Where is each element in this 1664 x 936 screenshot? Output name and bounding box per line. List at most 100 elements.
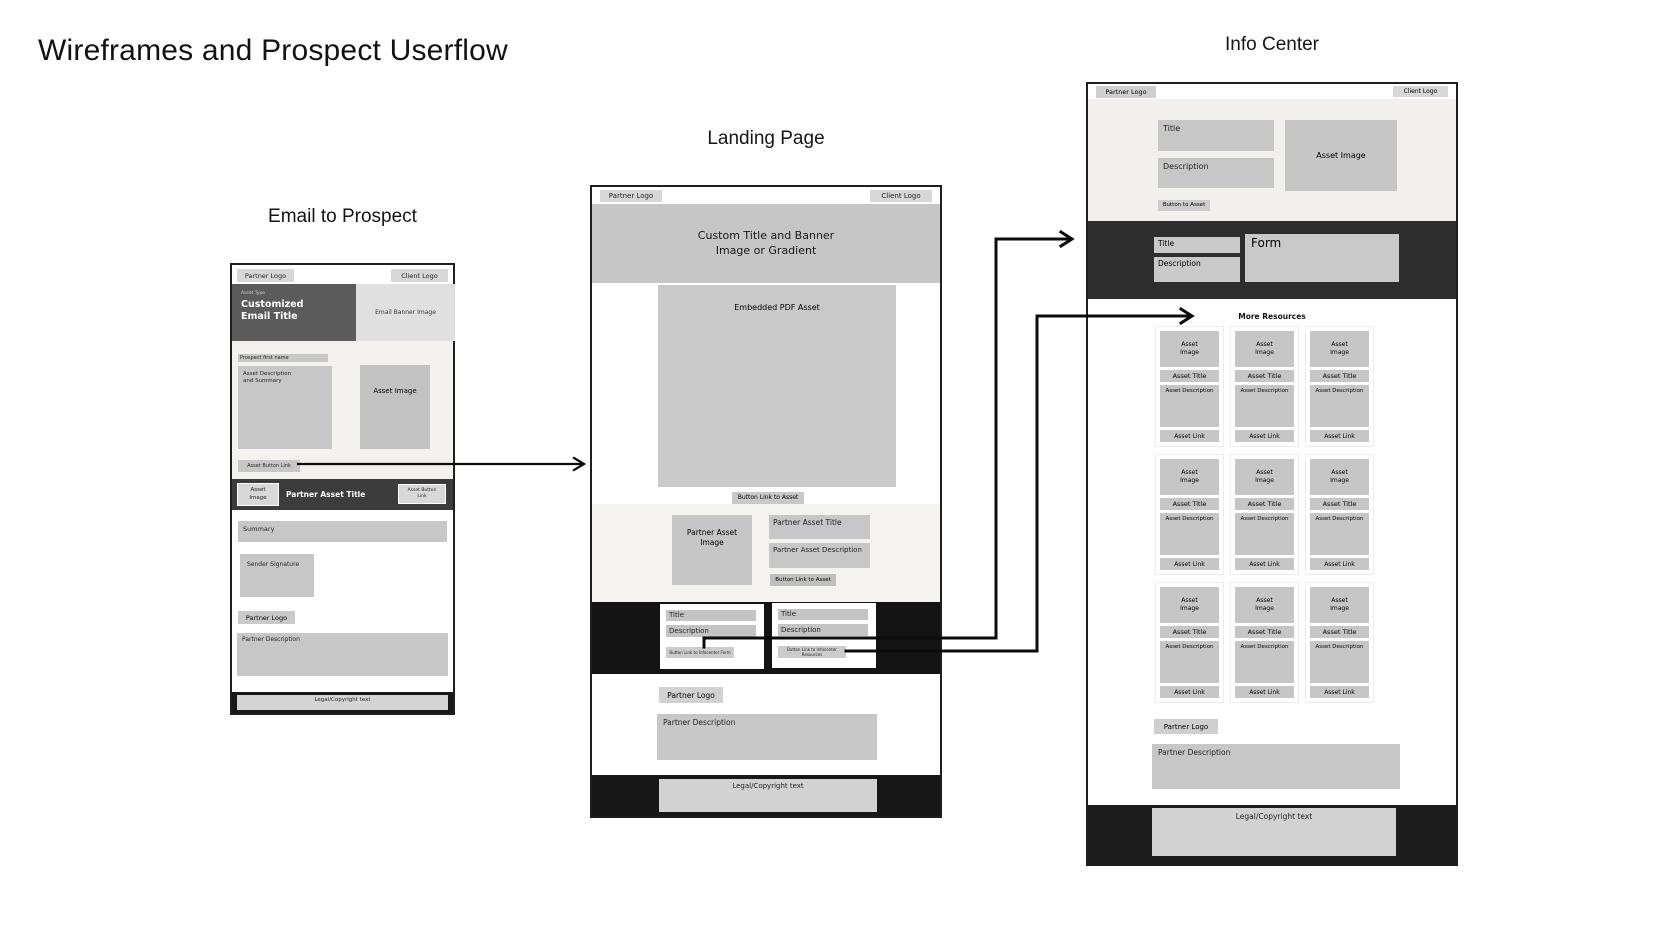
infocenter-partner-description-placeholder: Partner Description — [1152, 744, 1400, 789]
resource-asset-image-line2: Image — [1255, 349, 1274, 356]
landing-card-title-field: Title — [778, 609, 868, 620]
resource-asset-title: Asset Title — [1160, 626, 1219, 638]
email-banner-image-placeholder: Email Banner Image — [356, 284, 455, 341]
resource-card[interactable]: Asset Image Asset Title Asset Descriptio… — [1305, 582, 1374, 703]
resource-asset-link[interactable]: Asset Link — [1310, 430, 1369, 442]
resource-asset-title: Asset Title — [1235, 626, 1294, 638]
resource-asset-image-placeholder: Asset Image — [1310, 459, 1369, 495]
email-title-line1: Customized — [241, 299, 304, 310]
infocenter-client-logo[interactable]: Client Logo — [1393, 86, 1448, 97]
landing-embedded-pdf-placeholder: Embedded PDF Asset — [658, 285, 896, 487]
resource-asset-link[interactable]: Asset Link — [1235, 558, 1294, 570]
email-partner-asset-button-link[interactable]: Asset Button Link — [398, 484, 446, 504]
resource-asset-description: Asset Description — [1235, 385, 1294, 427]
resource-asset-description: Asset Description — [1310, 513, 1369, 555]
resource-asset-description: Asset Description — [1160, 641, 1219, 683]
email-partner-logo[interactable]: Partner Logo — [237, 269, 294, 282]
landing-client-logo[interactable]: Client Logo — [870, 190, 932, 202]
landing-legal-footer-band: Legal/Copyright text — [592, 775, 940, 816]
resource-asset-description: Asset Description — [1235, 641, 1294, 683]
resource-asset-title: Asset Title — [1310, 370, 1369, 382]
landing-banner-placeholder: Custom Title and Banner Image or Gradien… — [592, 204, 940, 283]
email-partner-asset-image-line2: Image — [249, 494, 267, 501]
landing-pdf-button-link[interactable]: Button Link to Asset — [732, 492, 804, 504]
landing-partner-description-placeholder: Partner Description — [657, 714, 877, 760]
resource-card[interactable]: Asset Image Asset Title Asset Descriptio… — [1230, 582, 1299, 703]
infocenter-legal-copyright-text: Legal/Copyright text — [1152, 808, 1396, 856]
resource-asset-image-line1: Asset — [1181, 468, 1198, 476]
landing-infocenter-form-button[interactable]: Button Link to Infocenter Form — [666, 647, 734, 658]
resource-asset-image-line2: Image — [1330, 349, 1349, 356]
landing-wireframe-panel: Partner Logo Client Logo Custom Title an… — [590, 185, 942, 818]
resource-card[interactable]: Asset Image Asset Title Asset Descriptio… — [1155, 326, 1224, 447]
page-title: Wireframes and Prospect Userflow — [38, 34, 508, 67]
resource-card[interactable]: Asset Image Asset Title Asset Descriptio… — [1305, 454, 1374, 575]
infocenter-partner-logo[interactable]: Partner Logo — [1096, 86, 1156, 98]
resource-asset-image-line1: Asset — [1331, 468, 1348, 476]
landing-card-description-field: Description — [666, 625, 756, 637]
resource-asset-image-placeholder: Asset Image — [1235, 587, 1294, 623]
landing-partner-asset-image-line2: Image — [700, 538, 724, 548]
resource-asset-image-line2: Image — [1180, 477, 1199, 484]
resource-asset-image-placeholder: Asset Image — [1310, 587, 1369, 623]
email-asset-button-link[interactable]: Asset Button Link — [238, 460, 300, 472]
landing-card-title-field: Title — [666, 610, 756, 621]
email-footer-partner-logo[interactable]: Partner Logo — [238, 611, 295, 624]
email-legal-copyright-text: Legal/Copyright text — [237, 695, 448, 710]
resource-asset-image-placeholder: Asset Image — [1235, 459, 1294, 495]
infocenter-footer-partner-logo[interactable]: Partner Logo — [1154, 719, 1218, 734]
resource-asset-link[interactable]: Asset Link — [1160, 686, 1219, 698]
resource-asset-link[interactable]: Asset Link — [1160, 430, 1219, 442]
resource-asset-image-line2: Image — [1255, 605, 1274, 612]
resource-asset-link[interactable]: Asset Link — [1310, 558, 1369, 570]
landing-partner-asset-button-link[interactable]: Button Link to Asset — [770, 574, 836, 586]
email-asset-description-line2: and Summary — [243, 378, 282, 385]
infocenter-wireframe-panel: Partner Logo Client Logo Title Descripti… — [1086, 82, 1458, 866]
email-partner-description-placeholder: Partner Description — [237, 633, 448, 676]
email-sender-signature-placeholder: Sender Signature — [240, 554, 314, 597]
email-asset-type-label: Asset Type — [241, 291, 266, 296]
resource-card[interactable]: Asset Image Asset Title Asset Descriptio… — [1230, 326, 1299, 447]
landing-partner-asset-image-line1: Partner Asset — [686, 528, 738, 537]
email-partner-asset-image-placeholder: Asset Image — [237, 483, 279, 506]
resource-asset-image-line1: Asset — [1256, 596, 1273, 604]
resource-asset-image-line1: Asset — [1331, 340, 1348, 348]
email-asset-description-placeholder: Asset Description and Summary — [238, 366, 332, 449]
resource-asset-link[interactable]: Asset Link — [1160, 558, 1219, 570]
infocenter-button-to-asset[interactable]: Button to Asset — [1158, 200, 1210, 211]
resource-card[interactable]: Asset Image Asset Title Asset Descriptio… — [1305, 326, 1374, 447]
landing-cta-cards-section: Title Description Button Link to Infocen… — [592, 602, 940, 674]
landing-legal-copyright-text: Legal/Copyright text — [659, 779, 877, 812]
resource-asset-link[interactable]: Asset Link — [1235, 686, 1294, 698]
landing-partner-asset-title: Partner Asset Title — [769, 515, 870, 539]
landing-infocenter-resources-button[interactable]: Button Link to Infocenter Resources — [778, 646, 846, 658]
landing-partner-logo[interactable]: Partner Logo — [600, 190, 662, 202]
resource-asset-image-line1: Asset — [1181, 596, 1198, 604]
resource-asset-title: Asset Title — [1310, 498, 1369, 510]
resource-card[interactable]: Asset Image Asset Title Asset Descriptio… — [1155, 582, 1224, 703]
email-section-heading: Email to Prospect — [268, 206, 417, 227]
landing-footer-partner-logo[interactable]: Partner Logo — [659, 687, 723, 703]
infocenter-form-description-field: Description — [1154, 257, 1240, 282]
resource-asset-link[interactable]: Asset Link — [1310, 686, 1369, 698]
email-partner-asset-title: Partner Asset Title — [286, 490, 366, 499]
resource-asset-title: Asset Title — [1235, 498, 1294, 510]
resource-card[interactable]: Asset Image Asset Title Asset Descriptio… — [1155, 454, 1224, 575]
email-client-logo[interactable]: Client Logo — [391, 269, 448, 282]
infocenter-hero-asset-image-placeholder: Asset Image — [1285, 120, 1397, 191]
resource-card[interactable]: Asset Image Asset Title Asset Descriptio… — [1230, 454, 1299, 575]
resource-asset-description: Asset Description — [1310, 385, 1369, 427]
infocenter-form-title-field: Title — [1154, 237, 1240, 253]
resource-asset-description: Asset Description — [1160, 385, 1219, 427]
infocenter-hero-description-field: Description — [1158, 158, 1274, 188]
resource-asset-image-placeholder: Asset Image — [1160, 587, 1219, 623]
resource-asset-image-placeholder: Asset Image — [1310, 331, 1369, 367]
email-asset-description-line1: Asset Description — [243, 371, 292, 377]
resource-asset-image-line2: Image — [1180, 349, 1199, 356]
landing-banner-line2: Image or Gradient — [715, 243, 817, 257]
landing-partner-asset-section — [592, 504, 940, 602]
resource-asset-link[interactable]: Asset Link — [1235, 430, 1294, 442]
landing-banner-line1: Custom Title and Banner — [697, 228, 835, 242]
infocenter-form-placeholder[interactable]: Form — [1245, 234, 1399, 282]
resource-asset-image-line2: Image — [1180, 605, 1199, 612]
